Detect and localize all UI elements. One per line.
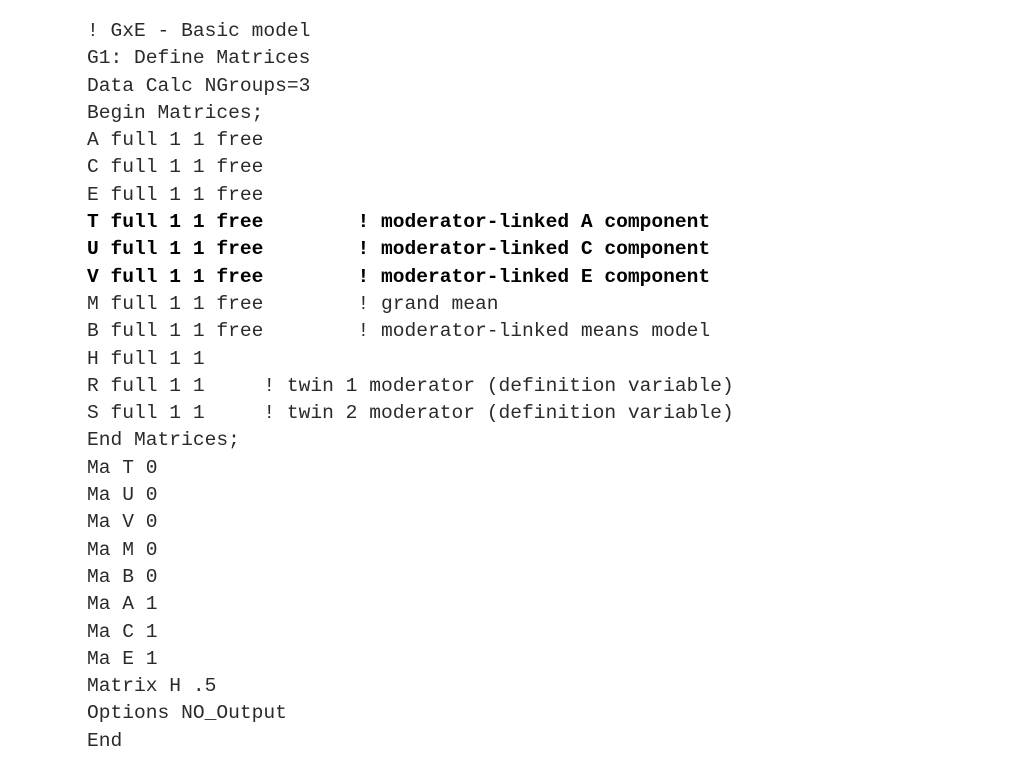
code-line: E full 1 1 free: [87, 183, 264, 206]
code-line: Ma B 0: [87, 565, 158, 588]
code-line: Ma A 1: [87, 593, 158, 616]
code-line: H full 1 1: [87, 347, 205, 370]
code-line: Ma M 0: [87, 538, 158, 561]
code-line: S full 1 1 ! twin 2 moderator (definitio…: [87, 402, 734, 425]
code-line: Data Calc NGroups=3: [87, 74, 311, 97]
code-line: Ma C 1: [87, 620, 158, 643]
code-line: ! GxE - Basic model: [87, 20, 311, 42]
code-line: A full 1 1 free: [87, 129, 264, 152]
code-line: B full 1 1 free ! moderator-linked means…: [87, 320, 711, 343]
code-line: V full 1 1 free ! moderator-linked E com…: [87, 265, 711, 288]
code-line: Ma V 0: [87, 511, 158, 534]
code-line: End Matrices;: [87, 429, 240, 452]
code-line: Ma U 0: [87, 484, 158, 507]
code-line: Matrix H .5: [87, 675, 217, 698]
code-line: Options NO_Output: [87, 702, 287, 725]
code-line: C full 1 1 free: [87, 156, 264, 179]
code-line: T full 1 1 free ! moderator-linked A com…: [87, 211, 711, 234]
code-line: Ma E 1: [87, 647, 158, 670]
code-line: U full 1 1 free ! moderator-linked C com…: [87, 238, 711, 261]
code-line: Ma T 0: [87, 456, 158, 479]
code-line: End: [87, 729, 123, 752]
code-line: G1: Define Matrices: [87, 47, 311, 70]
code-line: R full 1 1 ! twin 1 moderator (definitio…: [87, 374, 734, 397]
code-line: M full 1 1 free ! grand mean: [87, 292, 499, 315]
code-line: Begin Matrices;: [87, 101, 264, 124]
